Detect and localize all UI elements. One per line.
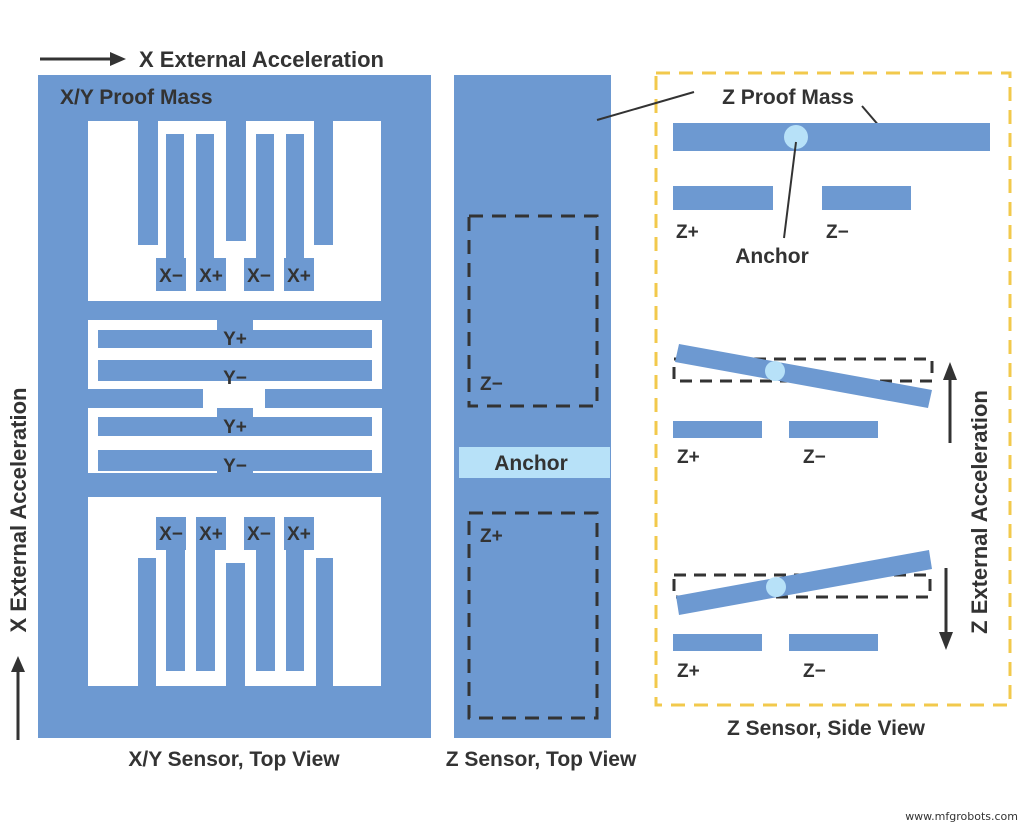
anchor-pivot: [766, 577, 786, 597]
z-minus-label: Z−: [826, 222, 849, 243]
x-electrode-tab: [244, 258, 274, 291]
x-electrode-label: X+: [199, 524, 223, 545]
x-electrode-label: X+: [287, 524, 311, 545]
x-electrode-tab: [196, 517, 226, 550]
y-electrode-tab: [217, 369, 253, 381]
side-view-frame: [654, 71, 1012, 707]
top-x-comb-cutout: [88, 121, 381, 301]
proof-mass-tilted: [675, 344, 932, 408]
y-electrode-label: Y−: [223, 368, 247, 389]
z-minus-label: Z−: [480, 374, 503, 395]
z-minus-label: Z−: [803, 661, 826, 682]
y-electrode-tab: [217, 460, 253, 473]
side-anchor-label: Anchor: [735, 245, 809, 268]
x-electrode-tab: [156, 517, 186, 550]
y-electrode-label: Y+: [223, 329, 247, 350]
z-plus-label: Z+: [677, 447, 700, 468]
frame-bar: [88, 477, 204, 492]
arrow-head-icon: [110, 52, 126, 66]
arrow-up-icon: [943, 362, 957, 380]
x-electrode-tab: [284, 258, 314, 291]
x-electrode-label: X+: [287, 266, 311, 287]
z-anchor-bar: [459, 447, 610, 478]
right-axis-label: Z External Acceleration: [967, 390, 992, 634]
z-minus-electrode-outline: [467, 214, 599, 408]
arrow-head-icon: [11, 656, 25, 672]
x-electrode-tab: [284, 517, 314, 550]
x-electrode-tab: [244, 517, 274, 550]
left-axis-label: X External Acceleration: [6, 388, 31, 633]
z-side-caption: Z Sensor, Side View: [727, 717, 926, 740]
y-electrode-tab: [217, 320, 253, 332]
xy-panel-caption: X/Y Sensor, Top View: [128, 748, 340, 771]
z-top-caption: Z Sensor, Top View: [446, 748, 637, 771]
middle-y-comb-cutout: [88, 320, 382, 473]
frame-bar: [265, 303, 381, 317]
x-electrode-label: X−: [159, 266, 183, 287]
z-minus-electrode: [789, 634, 878, 651]
x-electrode-label: X−: [247, 266, 271, 287]
frame-bar: [88, 303, 204, 317]
anchor-pivot: [765, 361, 785, 381]
anchor-leader: [783, 141, 797, 239]
z-plus-label: Z+: [676, 222, 699, 243]
arrow-down-icon: [939, 632, 953, 650]
frame-bar: [265, 477, 381, 492]
y-electrode-label: Y+: [223, 417, 247, 438]
z-anchor-label: Anchor: [494, 452, 568, 475]
z-minus-electrode: [789, 421, 878, 438]
z-minus-label: Z−: [803, 447, 826, 468]
z-plus-electrode: [673, 634, 762, 651]
z-plus-electrode: [673, 421, 762, 438]
z-proof-mass-leader: [596, 91, 695, 121]
proof-mass-tilted: [676, 550, 932, 615]
z-top-view-panel: Z− Anchor Z+ Z Sensor, Top View: [446, 75, 637, 771]
xy-sensor-panel: X/Y Proof Mass X− X+ X− X+ Y+ Y− Y+: [38, 75, 431, 771]
watermark: www.mfgrobots.com: [905, 810, 1018, 823]
left-acceleration-indicator: X External Acceleration: [6, 388, 31, 740]
y-electrode-tab: [217, 408, 253, 420]
proof-mass-level: [673, 123, 990, 151]
z-plus-label: Z+: [677, 661, 700, 682]
x-electrode-label: X+: [199, 266, 223, 287]
z-plus-electrode: [673, 186, 773, 210]
z-plus-label: Z+: [480, 526, 503, 547]
top-arrow-label: X External Acceleration: [139, 47, 384, 72]
top-acceleration-indicator: X External Acceleration: [40, 47, 384, 72]
z-side-view-panel: Z Proof Mass Z+ Z− Anchor Z+ Z− Z+ Z− Z …: [596, 71, 1012, 740]
y-electrode-label: Y−: [223, 456, 247, 477]
x-electrode-label: X−: [159, 524, 183, 545]
z-minus-electrode: [822, 186, 911, 210]
x-electrode-tab: [156, 258, 186, 291]
anchor-pivot: [784, 125, 808, 149]
xy-proof-mass-title: X/Y Proof Mass: [60, 86, 213, 109]
z-proof-mass-label: Z Proof Mass: [722, 86, 854, 109]
z-plus-electrode-outline: [467, 511, 599, 720]
x-electrode-tab: [196, 258, 226, 291]
x-electrode-label: X−: [247, 524, 271, 545]
